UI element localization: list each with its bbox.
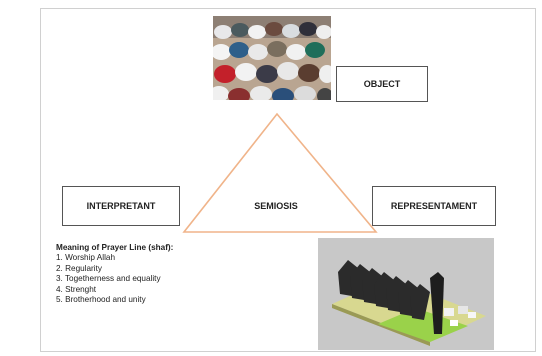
meaning-item: 4. Strenght — [56, 284, 97, 294]
triangle-outline — [182, 112, 378, 233]
interpretant-box: INTERPRETANT — [62, 186, 180, 226]
semiosis-triangle — [182, 112, 378, 233]
meaning-item: 1. Worship Allah — [56, 253, 116, 263]
meaning-item: 2. Regularity — [56, 263, 102, 273]
semiosis-label: SEMIOSIS — [254, 201, 298, 211]
representament-label: REPRESENTAMENT — [390, 201, 478, 211]
object-label: OBJECT — [363, 79, 401, 89]
prayer-line-model-image — [318, 238, 494, 350]
prayer-line-model-illustration — [318, 238, 494, 350]
interpretant-label: INTERPRETANT — [86, 201, 156, 211]
meaning-list: Meaning of Prayer Line (shaf): 1. Worshi… — [56, 243, 173, 305]
representament-box: REPRESENTAMENT — [372, 186, 496, 226]
meaning-title: Meaning of Prayer Line (shaf): — [56, 243, 174, 252]
meaning-item: 5. Brotherhood and unity — [56, 295, 146, 305]
prayer-photo — [213, 16, 331, 100]
meaning-item: 3. Togetherness and equality — [56, 274, 161, 284]
object-box: OBJECT — [336, 66, 428, 102]
prayer-photo-illustration — [213, 16, 331, 100]
